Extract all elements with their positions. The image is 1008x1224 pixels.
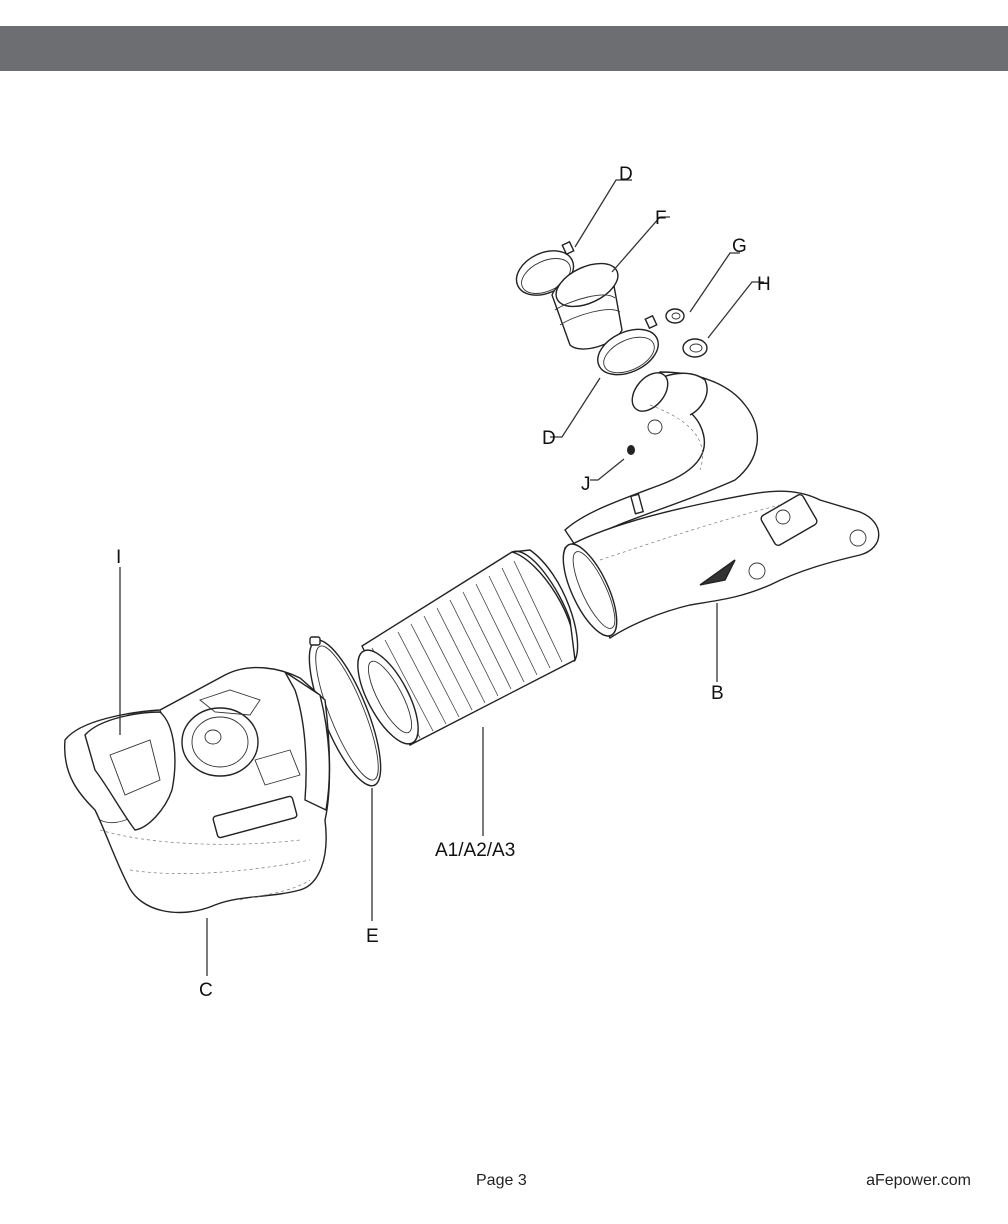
callout-i: I xyxy=(116,547,121,568)
callout-d-bottom: D xyxy=(542,428,556,449)
callout-f: F xyxy=(655,208,667,229)
coupler-part xyxy=(551,262,623,350)
callout-c: C xyxy=(199,980,213,1001)
leader-lines xyxy=(119,179,764,976)
callout-d-top: D xyxy=(619,164,633,185)
callout-h: H xyxy=(757,274,771,295)
callout-g: G xyxy=(732,236,747,257)
intake-tube-part xyxy=(562,371,880,640)
grommet-h-part xyxy=(682,338,708,358)
website-url: aFepower.com xyxy=(866,1172,971,1189)
clamp-bottom-part xyxy=(597,314,659,376)
air-filter-part xyxy=(357,549,579,746)
callout-e: E xyxy=(366,926,379,947)
callout-j: J xyxy=(581,474,591,495)
page-number: Page 3 xyxy=(476,1172,527,1189)
callout-a: A1/A2/A3 xyxy=(435,840,515,861)
callout-b: B xyxy=(711,683,724,704)
airbox-part xyxy=(64,666,331,914)
plug-j-part xyxy=(627,445,635,455)
grommet-g-part xyxy=(665,308,685,324)
header-bar xyxy=(0,26,1008,71)
